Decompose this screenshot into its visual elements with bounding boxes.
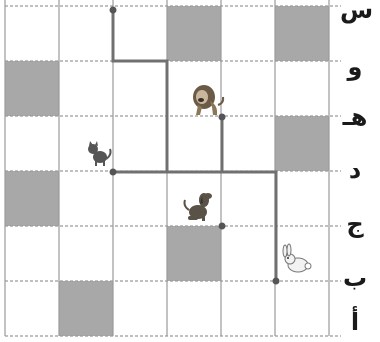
row-label-alif: أ — [340, 310, 370, 334]
route-node — [273, 278, 280, 285]
route-node — [110, 7, 117, 14]
row-label-dal: د — [340, 158, 370, 182]
shaded-cell — [275, 116, 329, 171]
row-label-ha: هـ — [340, 105, 370, 129]
shaded-cell — [5, 61, 59, 116]
shaded-cell — [167, 226, 221, 281]
row-label-ba: ب — [340, 266, 370, 290]
row-label-sin: س — [340, 0, 370, 22]
route-node — [219, 223, 226, 230]
row-label-waw: و — [340, 55, 370, 79]
shaded-cell — [275, 6, 329, 61]
shaded-cell — [59, 281, 113, 336]
route-node — [219, 114, 226, 121]
row-label-jim: ج — [340, 212, 370, 236]
shaded-cell — [167, 6, 221, 61]
shaded-cell — [5, 171, 59, 226]
route-node — [110, 169, 117, 176]
